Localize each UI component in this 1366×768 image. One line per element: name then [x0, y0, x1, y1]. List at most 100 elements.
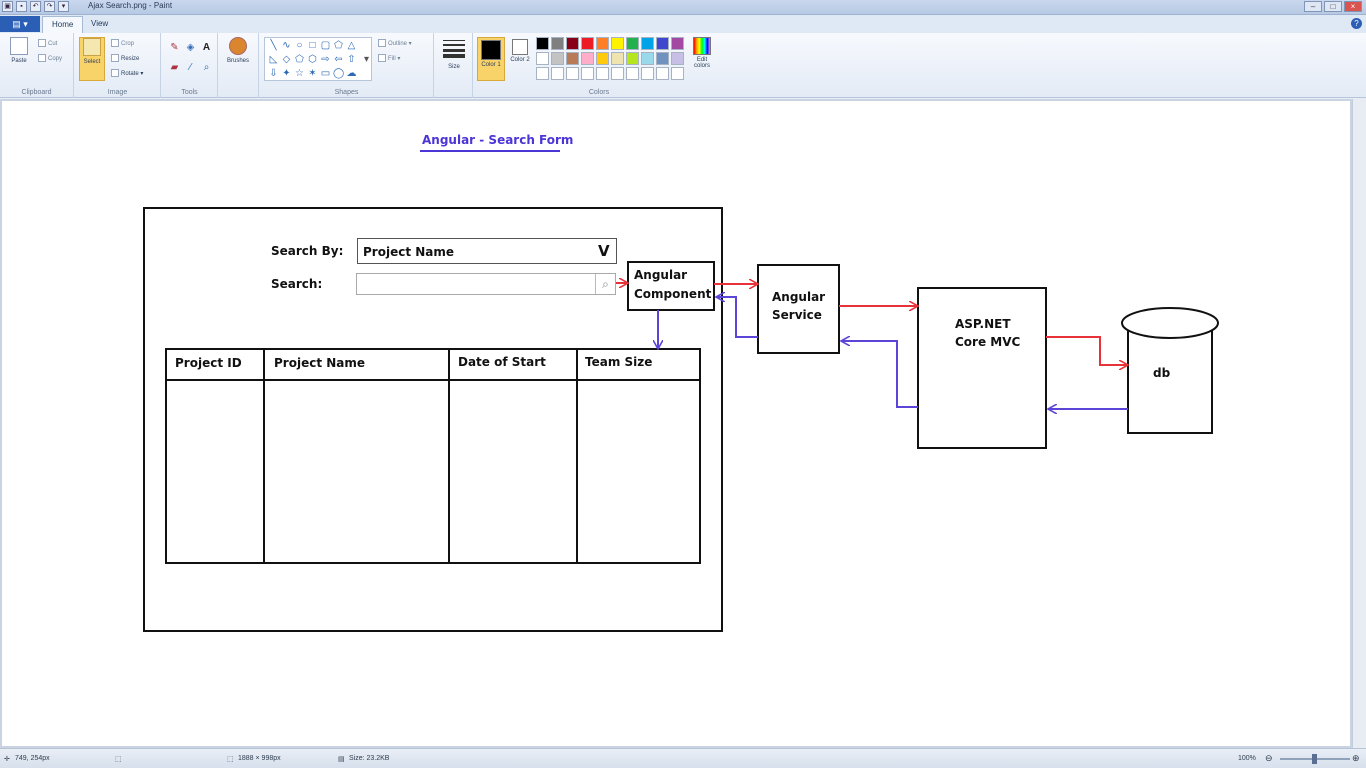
search-input[interactable]: ⌕ — [356, 273, 616, 295]
search-by-dropdown[interactable]: Project Name V — [357, 238, 617, 264]
fill-button[interactable]: Fill ▾ — [378, 53, 400, 65]
brushes-group: Brushes — [219, 33, 259, 98]
palette-swatch[interactable] — [656, 37, 669, 50]
color1-button[interactable]: Color 1 — [477, 37, 505, 81]
palette-swatch[interactable] — [641, 52, 654, 65]
palette-swatch[interactable] — [566, 67, 579, 80]
tools-group: ✎ ◈ A ▰ ⁄ ⌕ Tools — [162, 33, 218, 98]
shapes-gallery[interactable]: ╲ ∿ ○ □ ▢ ⬠ △ ◺ ◇ ⬠ ⬡ ⇨ ⇦ ⇧ ⇩ ✦ ☆ ✶ ▭ ◯ … — [264, 37, 372, 81]
search-icon[interactable]: ⌕ — [595, 274, 615, 294]
zoom-in-icon[interactable]: ⊕ — [1352, 753, 1360, 763]
rectangle-shape-icon[interactable]: □ — [309, 40, 316, 51]
resize-button[interactable]: Resize — [111, 53, 139, 65]
palette-swatch[interactable] — [566, 52, 579, 65]
palette-swatch[interactable] — [581, 37, 594, 50]
palette-swatch[interactable] — [536, 37, 549, 50]
pentagon-shape-icon[interactable]: ⬠ — [295, 54, 304, 65]
rainbow-icon — [693, 37, 711, 55]
palette-swatch[interactable] — [581, 52, 594, 65]
pencil-icon[interactable]: ✎ — [170, 42, 179, 53]
polygon-shape-icon[interactable]: ⬠ — [334, 40, 343, 51]
palette-swatch[interactable] — [656, 67, 669, 80]
palette-swatch[interactable] — [551, 52, 564, 65]
left-arrow-shape-icon[interactable]: ⇦ — [334, 54, 343, 65]
drawing-canvas[interactable] — [2, 101, 1350, 746]
palette-swatch[interactable] — [596, 37, 609, 50]
right-arrow-shape-icon[interactable]: ⇨ — [321, 54, 330, 65]
palette-swatch[interactable] — [596, 52, 609, 65]
rounded-rect-shape-icon[interactable]: ▢ — [320, 40, 331, 51]
palette-swatch[interactable] — [626, 67, 639, 80]
oval-callout-shape-icon[interactable]: ◯ — [333, 68, 345, 79]
color2-button[interactable]: Color 2 — [506, 37, 534, 81]
customize-qat-icon[interactable]: ▾ — [58, 1, 69, 12]
palette-swatch[interactable] — [611, 67, 624, 80]
shapes-more-icon[interactable]: ▾ — [363, 54, 370, 65]
palette-swatch[interactable] — [641, 67, 654, 80]
undo-icon[interactable]: ↶ — [30, 1, 41, 12]
outline-button[interactable]: Outline ▾ — [378, 38, 412, 50]
zoom-level: 100% — [1238, 755, 1256, 762]
hexagon-shape-icon[interactable]: ⬡ — [308, 54, 317, 65]
edit-colors-button[interactable]: Edit colors — [690, 37, 714, 81]
up-arrow-shape-icon[interactable]: ⇧ — [347, 54, 356, 65]
diamond-shape-icon[interactable]: ◇ — [282, 54, 291, 65]
palette-swatch[interactable] — [611, 37, 624, 50]
crop-button[interactable]: Crop — [111, 38, 134, 50]
palette-swatch[interactable] — [641, 37, 654, 50]
down-arrow-shape-icon[interactable]: ⇩ — [269, 68, 278, 79]
palette-swatch[interactable] — [551, 37, 564, 50]
size-button[interactable]: Size — [441, 37, 467, 81]
cut-button[interactable]: Cut — [38, 38, 57, 50]
close-button[interactable]: × — [1344, 1, 1362, 12]
paint-app-icon[interactable]: ▣ — [2, 1, 13, 12]
palette-swatch[interactable] — [626, 37, 639, 50]
tab-home[interactable]: Home — [42, 16, 84, 33]
oval-shape-icon[interactable]: ○ — [296, 40, 303, 51]
zoom-slider-thumb[interactable] — [1312, 754, 1317, 764]
palette-swatch[interactable] — [581, 67, 594, 80]
four-point-star-icon[interactable]: ✦ — [282, 68, 291, 79]
brushes-button[interactable]: Brushes — [225, 37, 251, 81]
fill-bucket-icon[interactable]: ◈ — [186, 42, 195, 53]
palette-swatch[interactable] — [536, 67, 549, 80]
palette-swatch[interactable] — [566, 37, 579, 50]
eraser-icon[interactable]: ▰ — [170, 62, 179, 73]
rotate-button[interactable]: Rotate ▾ — [111, 68, 143, 80]
save-icon[interactable]: ▪ — [16, 1, 27, 12]
file-menu-button[interactable]: ▤ ▾ — [0, 16, 40, 32]
text-tool-icon[interactable]: A — [202, 42, 211, 53]
palette-swatch[interactable] — [611, 52, 624, 65]
table-header-team-size: Team Size — [585, 355, 653, 369]
curve-shape-icon[interactable]: ∿ — [282, 40, 291, 51]
palette-swatch[interactable] — [656, 52, 669, 65]
magnifier-icon[interactable]: ⌕ — [203, 62, 210, 73]
palette-swatch[interactable] — [596, 67, 609, 80]
paste-button[interactable]: Paste — [6, 37, 32, 81]
zoom-out-icon[interactable]: ⊖ — [1265, 753, 1273, 763]
palette-swatch[interactable] — [671, 52, 684, 65]
palette-swatch[interactable] — [671, 37, 684, 50]
five-point-star-icon[interactable]: ☆ — [295, 68, 304, 79]
maximize-button[interactable]: □ — [1324, 1, 1342, 12]
palette-swatch[interactable] — [551, 67, 564, 80]
triangle-shape-icon[interactable]: △ — [347, 40, 356, 51]
select-button[interactable]: Select — [79, 37, 105, 81]
vertical-scrollbar[interactable] — [1352, 99, 1366, 748]
palette-swatch[interactable] — [626, 52, 639, 65]
copy-button[interactable]: Copy — [38, 53, 62, 65]
cloud-callout-shape-icon[interactable]: ☁ — [346, 68, 357, 79]
redo-icon[interactable]: ↷ — [44, 1, 55, 12]
minimize-button[interactable]: – — [1304, 1, 1322, 12]
callout-shape-icon[interactable]: ▭ — [320, 68, 331, 79]
tab-view[interactable]: View — [91, 19, 109, 28]
palette-swatch[interactable] — [536, 52, 549, 65]
file-size: Size: 23.2KB — [349, 755, 390, 762]
right-triangle-shape-icon[interactable]: ◺ — [269, 54, 278, 65]
palette-swatch[interactable] — [671, 67, 684, 80]
help-icon[interactable]: ? — [1351, 18, 1362, 29]
line-shape-icon[interactable]: ╲ — [270, 40, 277, 51]
six-point-star-icon[interactable]: ✶ — [308, 68, 317, 79]
color-palette[interactable] — [536, 37, 684, 80]
color-picker-icon[interactable]: ⁄ — [189, 62, 192, 73]
